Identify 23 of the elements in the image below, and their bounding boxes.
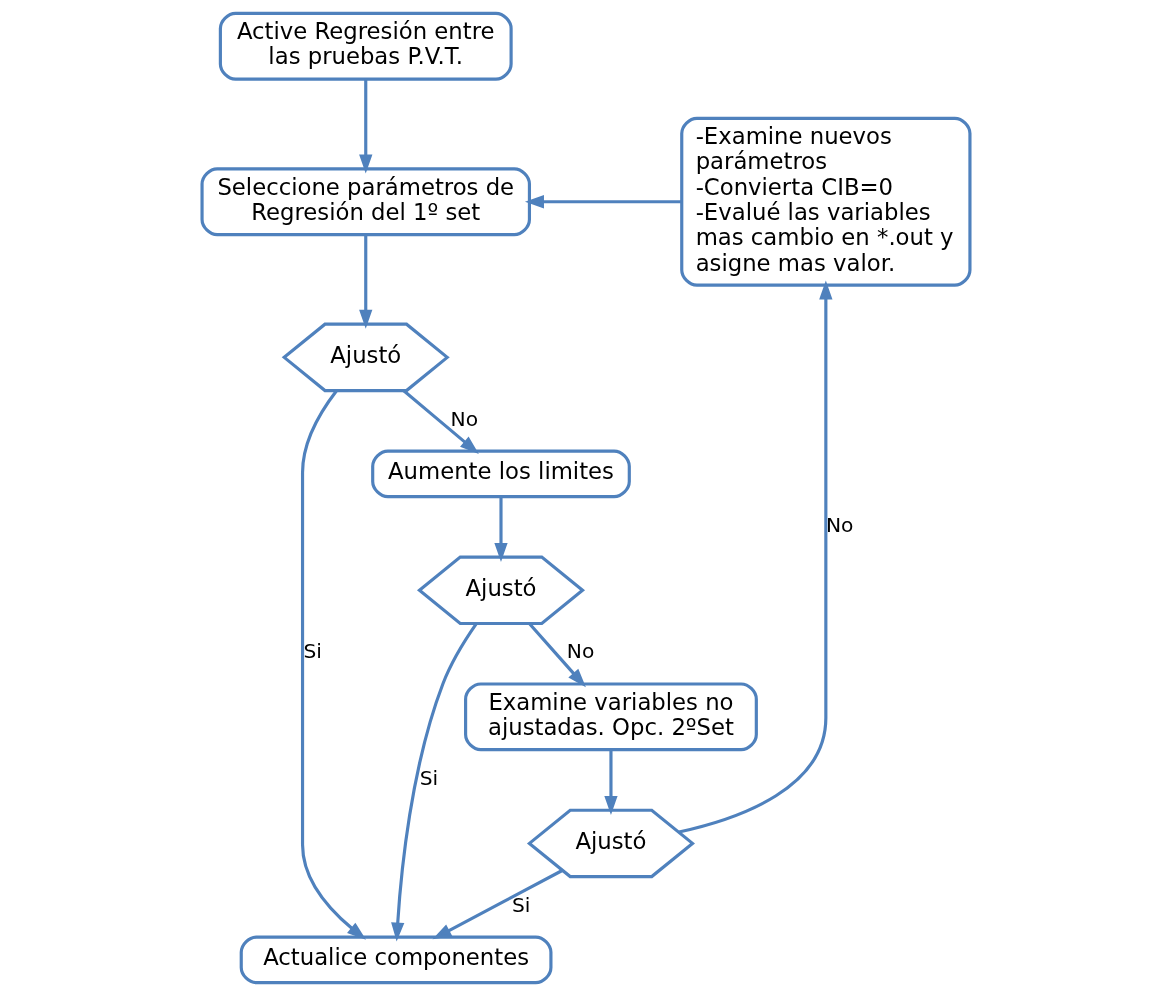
edge-label: No [450,406,478,431]
edge-label: No [825,512,853,537]
node-box: -Examine nuevos parámetros -Convierta CIB=0 -Evalué las variables mas cambio en *.out y asigne mas valor. [679,116,972,287]
arrow [678,280,832,834]
arrow [390,622,478,942]
edge-label: No [566,639,594,664]
node-box: Aumente los limites [370,449,631,499]
arrow [524,195,681,209]
node-box: Examine variables no ajustadas. Opc. 2ºSet [463,682,758,752]
node-box: Seleccione parámetros de Regresión del 1º set [200,167,531,237]
node-box: Active Regresión entre las pruebas P.V.T. [218,11,513,81]
arrow [493,497,508,562]
arrow [358,234,372,329]
edge-label: Si [511,892,530,917]
edge-label: Si [302,639,322,664]
arrow [358,79,372,174]
arrow [527,622,586,688]
edge-label: Si [419,765,438,790]
arrow [432,869,563,940]
arrow [402,389,479,454]
arrow [603,749,618,815]
arrow [300,389,366,940]
node-box: Actualice componentes [239,935,552,985]
